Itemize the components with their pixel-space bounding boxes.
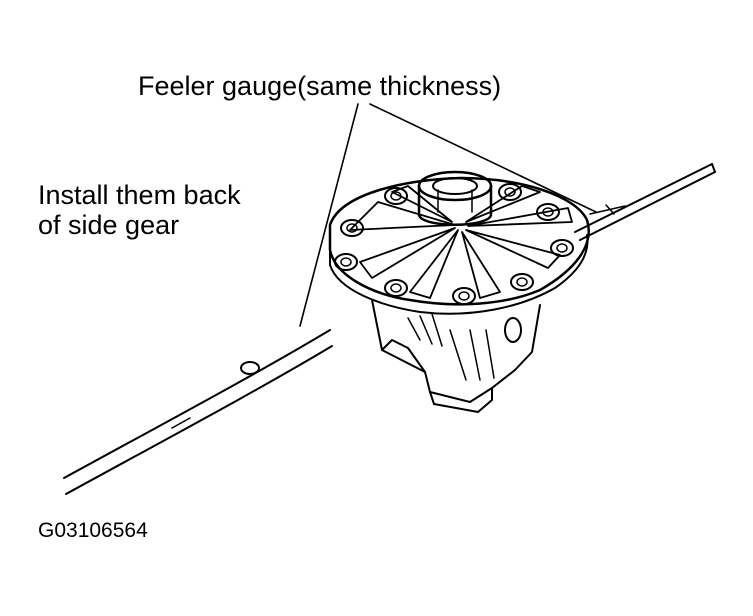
callout-leader-lines bbox=[299, 103, 597, 327]
feeler-gauge-strip bbox=[63, 163, 716, 495]
figure-id: G03106564 bbox=[38, 519, 148, 542]
install-instruction-line-2: of side gear bbox=[38, 210, 180, 240]
differential-case-body bbox=[371, 299, 541, 413]
differential-hub bbox=[417, 170, 493, 226]
install-instruction-callout: Install them back of side gear bbox=[38, 180, 241, 240]
feeler-gauge-callout: Feeler gauge(same thickness) bbox=[138, 71, 502, 101]
install-instruction-line-1: Install them back bbox=[38, 180, 241, 210]
differential-flange bbox=[328, 176, 590, 315]
